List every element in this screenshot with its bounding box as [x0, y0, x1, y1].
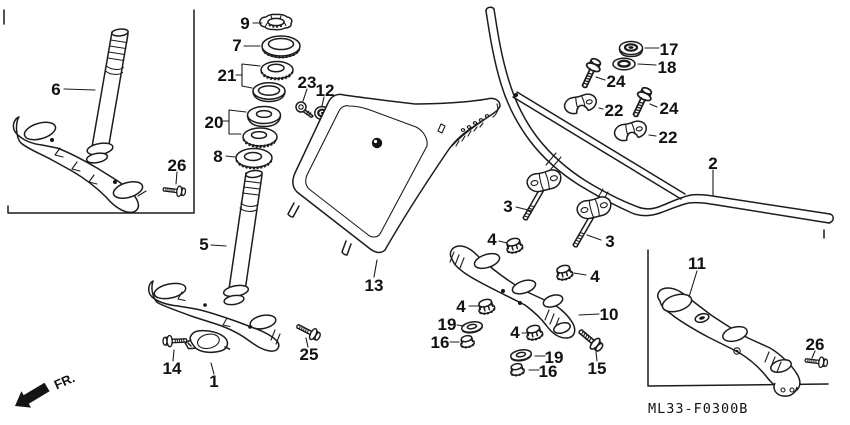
callout-3-a: 3	[503, 197, 512, 216]
callout-25: 25	[300, 345, 319, 364]
stem-5-group	[148, 169, 323, 354]
callout-15: 15	[588, 359, 607, 378]
bolt-26-left	[161, 183, 187, 198]
holder-posts-group	[521, 167, 614, 249]
bolt-14	[162, 334, 188, 348]
callout-3-b: 3	[605, 232, 614, 251]
callout-24-a: 24	[607, 72, 626, 91]
left-box-frame	[3, 9, 195, 214]
callout-4-b: 4	[590, 267, 600, 286]
callout-4-c: 4	[456, 297, 466, 316]
washer-19-b	[509, 347, 534, 364]
upper-race-21	[252, 82, 286, 103]
callout-20: 20	[205, 113, 224, 132]
callout-16-b: 16	[539, 362, 558, 381]
callout-6: 6	[51, 80, 60, 99]
callout-19-a: 19	[438, 315, 457, 334]
nut-4-a	[503, 235, 525, 256]
handlebar-2	[485, 6, 834, 224]
callout-23: 23	[298, 73, 317, 92]
callout-4-a: 4	[487, 230, 497, 249]
bolt-26-right	[803, 354, 829, 369]
dust-seal-8	[235, 147, 273, 170]
number-plate-13	[287, 93, 501, 256]
callout-18: 18	[658, 58, 677, 77]
bar-clamp-22-a	[562, 91, 599, 117]
callout-22-b: 22	[659, 128, 678, 147]
leader-lines	[63, 22, 816, 375]
callout-22-a: 22	[605, 101, 624, 120]
callout-26-right: 26	[806, 335, 825, 354]
callout-5: 5	[199, 235, 208, 254]
callout-17: 17	[660, 40, 679, 59]
callout-26-left: 26	[168, 156, 187, 175]
handlebar-crossbar	[512, 91, 686, 200]
screw-23	[295, 101, 314, 118]
nut-16-b	[508, 361, 527, 378]
callout-1: 1	[209, 372, 218, 391]
callout-16-a: 16	[431, 333, 450, 352]
cap-nut-17	[618, 40, 644, 58]
bolt-25	[293, 319, 323, 344]
callout-24-b: 24	[660, 99, 679, 118]
clamp-1	[184, 329, 231, 354]
callout-7: 7	[232, 36, 241, 55]
stem-nut-9	[259, 13, 293, 31]
top-bridge-10-group	[449, 235, 607, 378]
upper-bearing-21	[260, 60, 294, 81]
bar-clamp-22-b	[612, 118, 649, 144]
bottom-bridge-11-group	[657, 287, 829, 397]
lower-bearing-20	[242, 127, 278, 148]
bolt-24-a	[576, 55, 605, 92]
callout-9: 9	[240, 14, 249, 33]
callout-13: 13	[365, 276, 384, 295]
steering-stem-6-group	[12, 28, 187, 214]
fr-arrow: FR.	[15, 370, 77, 408]
callout-4-d: 4	[510, 323, 520, 342]
nut-4-b	[553, 262, 575, 283]
callout-19-b: 19	[545, 348, 564, 367]
callout-14: 14	[163, 359, 182, 378]
washer-18	[612, 57, 636, 71]
right-box-frame	[647, 229, 829, 387]
nut-4-c	[475, 296, 497, 317]
adjust-nut-7	[261, 35, 301, 59]
nut-16-a	[458, 333, 477, 350]
callout-11: 11	[688, 254, 706, 273]
callout-12: 12	[316, 81, 335, 100]
bolt-15	[574, 325, 607, 355]
callout-labels: 9 7 21 20 8 23 12 6 26 13 5 14 1 25 2 17…	[51, 14, 824, 391]
callout-21: 21	[218, 66, 237, 85]
bolt-24-b	[627, 84, 656, 121]
holder-post-3-a	[521, 167, 564, 222]
diagram-code: ML33-F0300B	[648, 401, 748, 417]
dust-cap-20	[246, 105, 282, 128]
handlebar-clamp-hardware-group	[562, 40, 656, 144]
washer-19-a	[460, 319, 485, 336]
callout-2: 2	[708, 154, 717, 173]
fr-direction-label: FR.	[52, 370, 77, 392]
callout-8: 8	[213, 147, 222, 166]
callout-10: 10	[600, 305, 619, 324]
